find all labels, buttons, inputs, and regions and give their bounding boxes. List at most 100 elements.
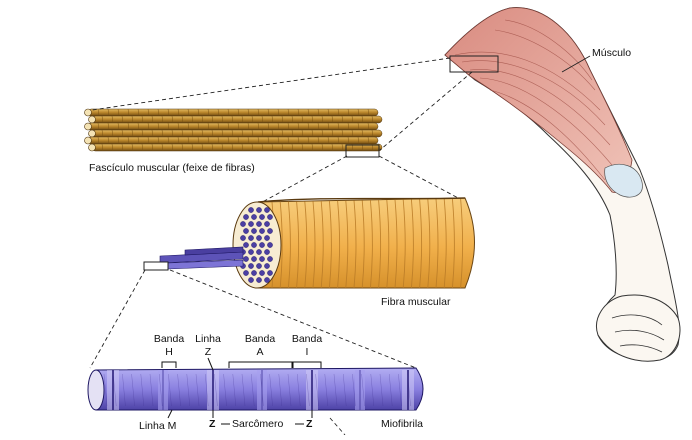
fascicle-striation xyxy=(117,108,120,117)
fascicle-striation xyxy=(151,115,154,124)
fiber-myofibril-end xyxy=(267,270,273,276)
fascicle-striation xyxy=(367,122,370,131)
fascicle-striation xyxy=(297,108,300,117)
fascicle-striation xyxy=(227,122,230,131)
fascicle-striation xyxy=(237,108,240,117)
myofilament-texture xyxy=(370,373,374,407)
fascicle-striation xyxy=(227,136,230,145)
fascicle-striation xyxy=(357,122,360,131)
fascicle-striation xyxy=(297,136,300,145)
fiber-myofibril-end xyxy=(256,207,262,213)
bracket-i-band xyxy=(292,361,322,368)
myofilament-texture xyxy=(398,373,402,407)
fiber-illustration xyxy=(143,197,475,289)
fascicle-striation xyxy=(267,122,270,131)
fascicle-striation xyxy=(221,115,224,124)
fiber-body xyxy=(257,197,475,289)
fiber-myofibril-end xyxy=(251,214,257,220)
fascicle-striation xyxy=(127,122,130,131)
fascicle-striation xyxy=(371,129,374,138)
myofilament-texture xyxy=(260,373,264,407)
myofilament-texture xyxy=(113,373,117,407)
myofilament-texture xyxy=(122,373,126,407)
fascicle-striation xyxy=(367,136,370,145)
fascicle-striation xyxy=(171,129,174,138)
fascicle-striation xyxy=(157,122,160,131)
fascicle-striation xyxy=(201,129,204,138)
fascicle-striation xyxy=(107,122,110,131)
fascicle-striation xyxy=(151,129,154,138)
fascicle-striation xyxy=(197,136,200,145)
fiber-myofibril-end xyxy=(259,270,265,276)
fascicle-striation xyxy=(187,136,190,145)
fascicle-striation xyxy=(141,115,144,124)
fascicle-striation xyxy=(321,129,324,138)
fascicle-striation xyxy=(281,143,284,152)
bracket-h-band xyxy=(161,361,177,368)
fiber-ring xyxy=(451,198,455,289)
fiber-myofibril-end xyxy=(251,270,257,276)
fascicle-striation xyxy=(317,136,320,145)
fiber-ring xyxy=(353,200,357,289)
zoom-line-lower xyxy=(329,417,346,436)
fascicle-striation xyxy=(127,108,130,117)
fascicle-striation xyxy=(271,129,274,138)
fascicle-striation xyxy=(167,108,170,117)
fascicle-striation xyxy=(357,108,360,117)
fascicle-fiber-end xyxy=(84,108,92,117)
fascicle-striation xyxy=(157,136,160,145)
myofilament-texture xyxy=(131,373,135,407)
fiber-ring xyxy=(427,199,431,289)
fascicle-striation xyxy=(207,108,210,117)
fascicle-striation xyxy=(147,108,150,117)
fascicle-striation xyxy=(141,129,144,138)
fiber-myofibril-end xyxy=(243,256,249,262)
zoom-line-fascicle-to-fiber-left xyxy=(243,155,348,213)
fiber-myofibril-end xyxy=(256,263,262,269)
fascicle-striation xyxy=(361,115,364,124)
label-z-line-line1: Linha xyxy=(195,333,221,345)
fiber-myofibril-end xyxy=(256,221,262,227)
fascicle-fiber-rod xyxy=(87,122,379,131)
fiber-myofibril-end xyxy=(248,249,254,255)
fascicle-striation xyxy=(217,136,220,145)
fascicle-striation xyxy=(337,122,340,131)
fiber-myofibril-end xyxy=(267,214,273,220)
myofilament-texture xyxy=(195,373,200,407)
fiber-ring xyxy=(361,200,365,289)
fascicle-striation xyxy=(221,143,224,152)
tendon xyxy=(604,164,643,198)
fiber-ring xyxy=(328,200,332,289)
fascicle-fibers xyxy=(84,108,383,152)
fascicle-striation xyxy=(167,136,170,145)
zoom-lines xyxy=(89,57,473,436)
myofilament-texture xyxy=(205,373,209,407)
fiber-myofibril-end xyxy=(243,270,249,276)
fascicle-striation xyxy=(287,122,290,131)
fascicle-striation xyxy=(151,143,154,152)
fiber-myofibril-end xyxy=(248,235,254,241)
fascicle-striation xyxy=(371,115,374,124)
muscle-leader-line xyxy=(561,55,591,73)
fiber-myofibril-end xyxy=(259,228,265,234)
fascicle-striation xyxy=(187,108,190,117)
fascicle-striation xyxy=(347,108,350,117)
fascicle-striation xyxy=(131,143,134,152)
fascicle-striation xyxy=(337,136,340,145)
fascicle-striation xyxy=(197,108,200,117)
fascicle-striation xyxy=(187,122,190,131)
fiber-ring xyxy=(345,200,349,289)
fascicle-striation xyxy=(191,129,194,138)
fascicle-striation xyxy=(291,115,294,124)
fiber-ring xyxy=(402,199,406,289)
fascicle-striation xyxy=(337,108,340,117)
fiber-myofibril-end xyxy=(240,221,246,227)
fascicle-striation xyxy=(137,136,140,145)
fiber-myofibril-end xyxy=(248,207,254,213)
label-myofibril: Miofibrila xyxy=(381,418,424,430)
fiber-sarcolemma-top xyxy=(257,197,466,203)
fiber-ring xyxy=(378,200,382,289)
myofilament-texture xyxy=(389,373,393,407)
fascicle-striation xyxy=(97,136,100,145)
fascicle-striation xyxy=(227,108,230,117)
